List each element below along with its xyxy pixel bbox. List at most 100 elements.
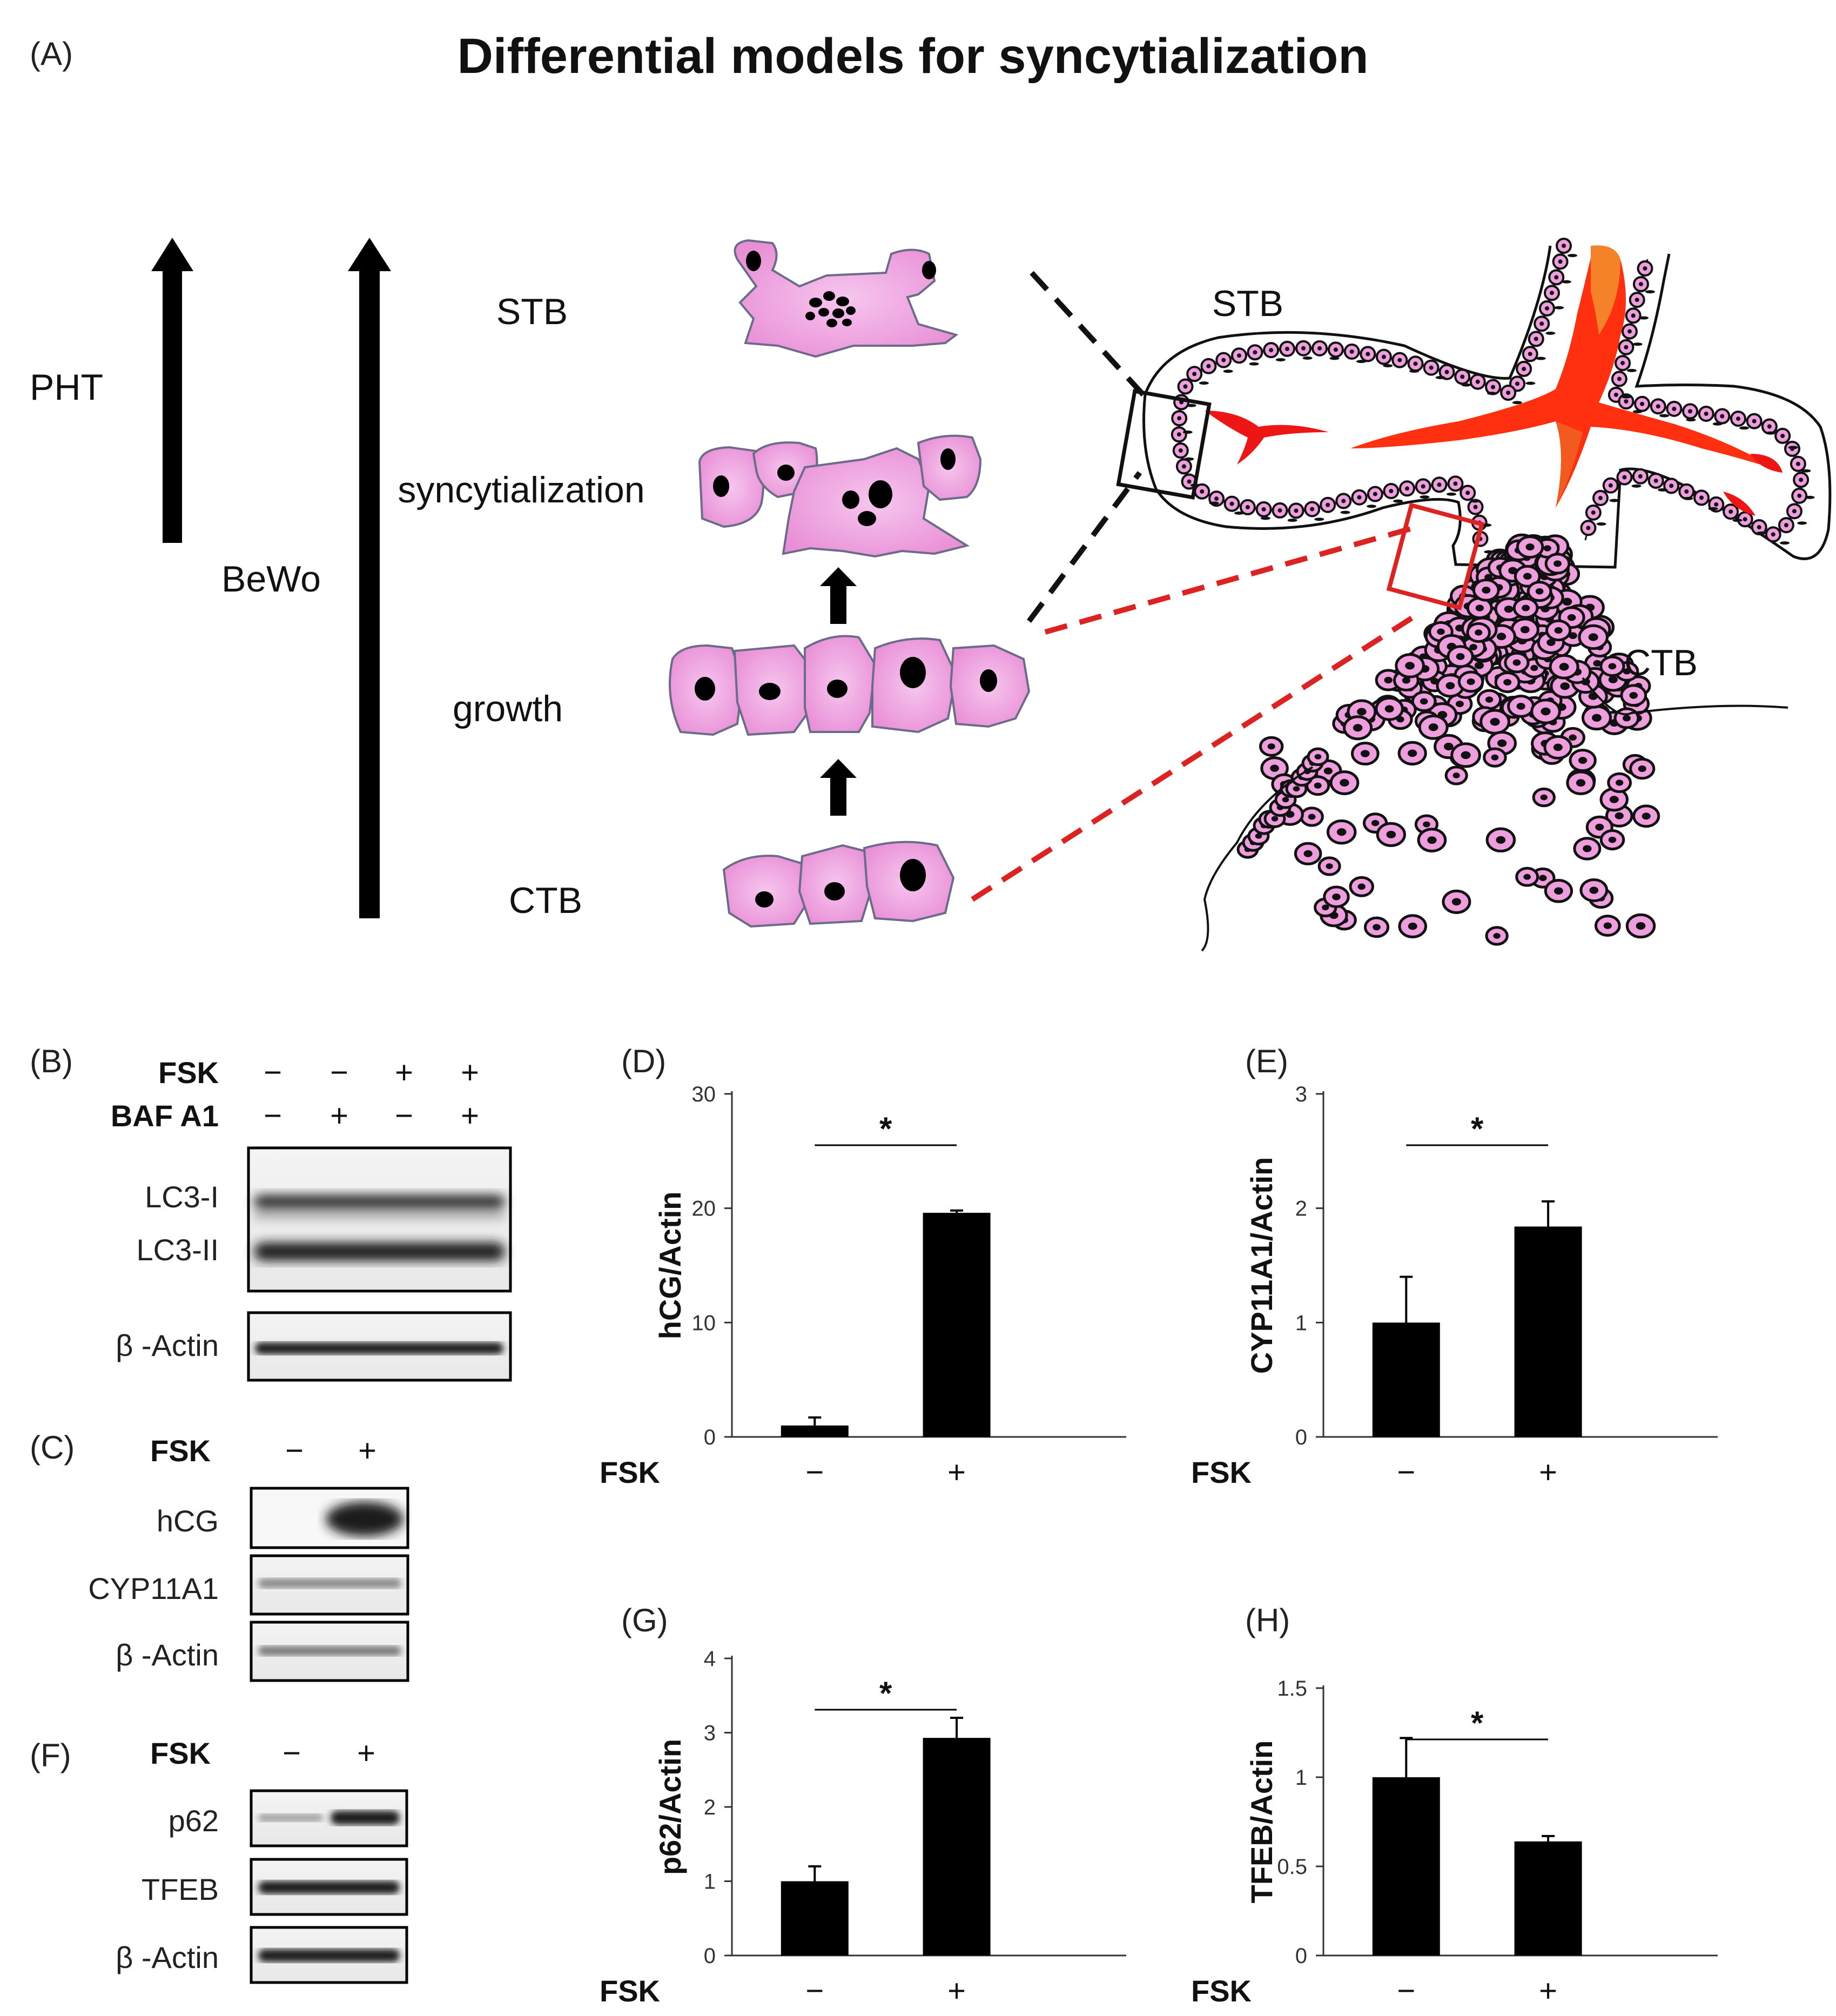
lining-nucleus [1460, 374, 1465, 379]
tfeb-blot [250, 1858, 408, 1916]
lining-nucleus [1554, 275, 1559, 280]
x-axis-label: FSK [1191, 1974, 1252, 2008]
lining-nucleus [1624, 399, 1629, 404]
stroma-dash [1420, 495, 1430, 499]
stroma-dash [1435, 375, 1445, 379]
stroma-dash [1482, 523, 1492, 527]
sign: + [395, 1055, 413, 1090]
stroma-dash [1249, 362, 1259, 366]
stage-label-stb: STB [496, 291, 568, 332]
lining-nucleus [1549, 291, 1554, 295]
stroma-dash [1470, 499, 1480, 503]
treatment-label-fsk: FSK [158, 1056, 219, 1090]
ctb-nucleus [1539, 875, 1547, 882]
x-axis-label: FSK [600, 1455, 660, 1489]
lining-nucleus [1688, 409, 1693, 414]
stroma-dash [1621, 395, 1631, 399]
ctb-nucleus [1608, 836, 1617, 843]
ctb-nucleus [1525, 543, 1535, 551]
stroma-dash [1561, 280, 1571, 284]
ctb-nucleus [1497, 739, 1507, 747]
lining-nucleus [1253, 350, 1257, 355]
ctb-nucleus [1638, 765, 1646, 772]
chart-panel-label: (H) [1245, 1602, 1290, 1638]
ctb-nucleus [1474, 661, 1484, 669]
ctb-nucleus [1588, 633, 1598, 641]
stroma-dash [1314, 518, 1324, 521]
stroma-dash [1732, 519, 1743, 522]
lining-nucleus [1528, 352, 1532, 357]
lining-nucleus [1437, 482, 1442, 487]
panel-c-label: (C) [30, 1429, 75, 1466]
y-tick-label: 0 [1295, 1944, 1307, 1968]
lining-nucleus [1206, 364, 1211, 368]
ctb-nucleus [1543, 545, 1551, 552]
bar [1372, 1322, 1440, 1437]
panel-b-label: (B) [30, 1043, 73, 1079]
ctb-nucleus [1553, 743, 1563, 751]
ctb-nucleus [1589, 886, 1599, 894]
ctb-nucleus [1314, 782, 1322, 789]
ctb-nucleus [1271, 816, 1279, 822]
stroma-dash [1645, 290, 1655, 294]
lining-nucleus [1743, 517, 1747, 522]
lining-nucleus [1522, 366, 1526, 371]
ctb-nucleus [1520, 626, 1530, 634]
ctb-nucleus [1523, 573, 1532, 580]
y-tick-label: 2 [704, 1796, 716, 1819]
lining-nucleus [1622, 475, 1627, 480]
y-tick-label: 1 [1295, 1311, 1307, 1335]
band-label-lc3-i: LC3-I [145, 1180, 219, 1214]
ctb-nucleus [1282, 797, 1289, 803]
x-category-label: − [805, 1455, 824, 1490]
y-tick-label: 4 [704, 1647, 716, 1671]
band-label-cyp11a1: CYP11A1 [88, 1571, 219, 1605]
lining-nucleus [1669, 483, 1674, 488]
stroma-dash [1525, 381, 1536, 385]
lining-nucleus [1797, 493, 1802, 498]
lining-nucleus [1221, 358, 1226, 362]
stroma-dash [1708, 507, 1718, 510]
ctb-cell-cluster [1236, 533, 1660, 946]
lining-nucleus [1465, 490, 1470, 495]
ctb-nucleus [1428, 723, 1438, 731]
ctb-nucleus [1569, 734, 1577, 741]
bewo-label: BeWo [221, 559, 321, 600]
y-tick-label: 10 [692, 1311, 716, 1335]
ctb-nucleus [1562, 597, 1572, 606]
panel-a: (A) Differential models for syncytializa… [30, 29, 1832, 952]
zoom-lines [971, 271, 1419, 902]
y-tick-label: 1 [1295, 1766, 1307, 1790]
lining-nucleus [1245, 505, 1250, 509]
lining-nucleus [1301, 346, 1306, 351]
ctb-nucleus [1615, 779, 1624, 786]
x-category-label: + [947, 1973, 966, 2008]
ctb-nucleus [1452, 772, 1460, 778]
ctb-nucleus [1503, 679, 1512, 686]
ctb-nucleus [1475, 629, 1483, 636]
stroma-dash [1632, 409, 1643, 413]
bar [781, 1881, 849, 1955]
y-tick-label: 3 [704, 1722, 716, 1745]
lining-nucleus [1792, 509, 1797, 514]
lining-nucleus [1624, 345, 1629, 350]
ctb-nucleus [1402, 677, 1411, 684]
stroma-dash [1788, 446, 1798, 449]
band-label-actin-c: β -Actin [116, 1638, 219, 1672]
y-tick-label: 2 [1295, 1197, 1307, 1221]
villus-stb-label: STB [1212, 283, 1283, 324]
y-tick-label: 1.5 [1277, 1677, 1307, 1701]
stroma-dash [1260, 516, 1270, 520]
lining-nucleus [1317, 346, 1322, 351]
stroma-dash [1712, 422, 1723, 426]
lining-nucleus [1720, 414, 1725, 419]
ctb-nucleus [1522, 604, 1530, 611]
band-label-actin-b: β -Actin [116, 1328, 219, 1362]
chart-panel-label: (G) [621, 1602, 668, 1638]
y-tick-label: 0 [704, 1426, 716, 1449]
ctb-nucleus [1420, 698, 1428, 705]
lining-nucleus [1643, 266, 1647, 271]
y-tick-label: 0.5 [1277, 1855, 1307, 1879]
y-axis-label: CYP11A1/Actin [1245, 1157, 1279, 1374]
